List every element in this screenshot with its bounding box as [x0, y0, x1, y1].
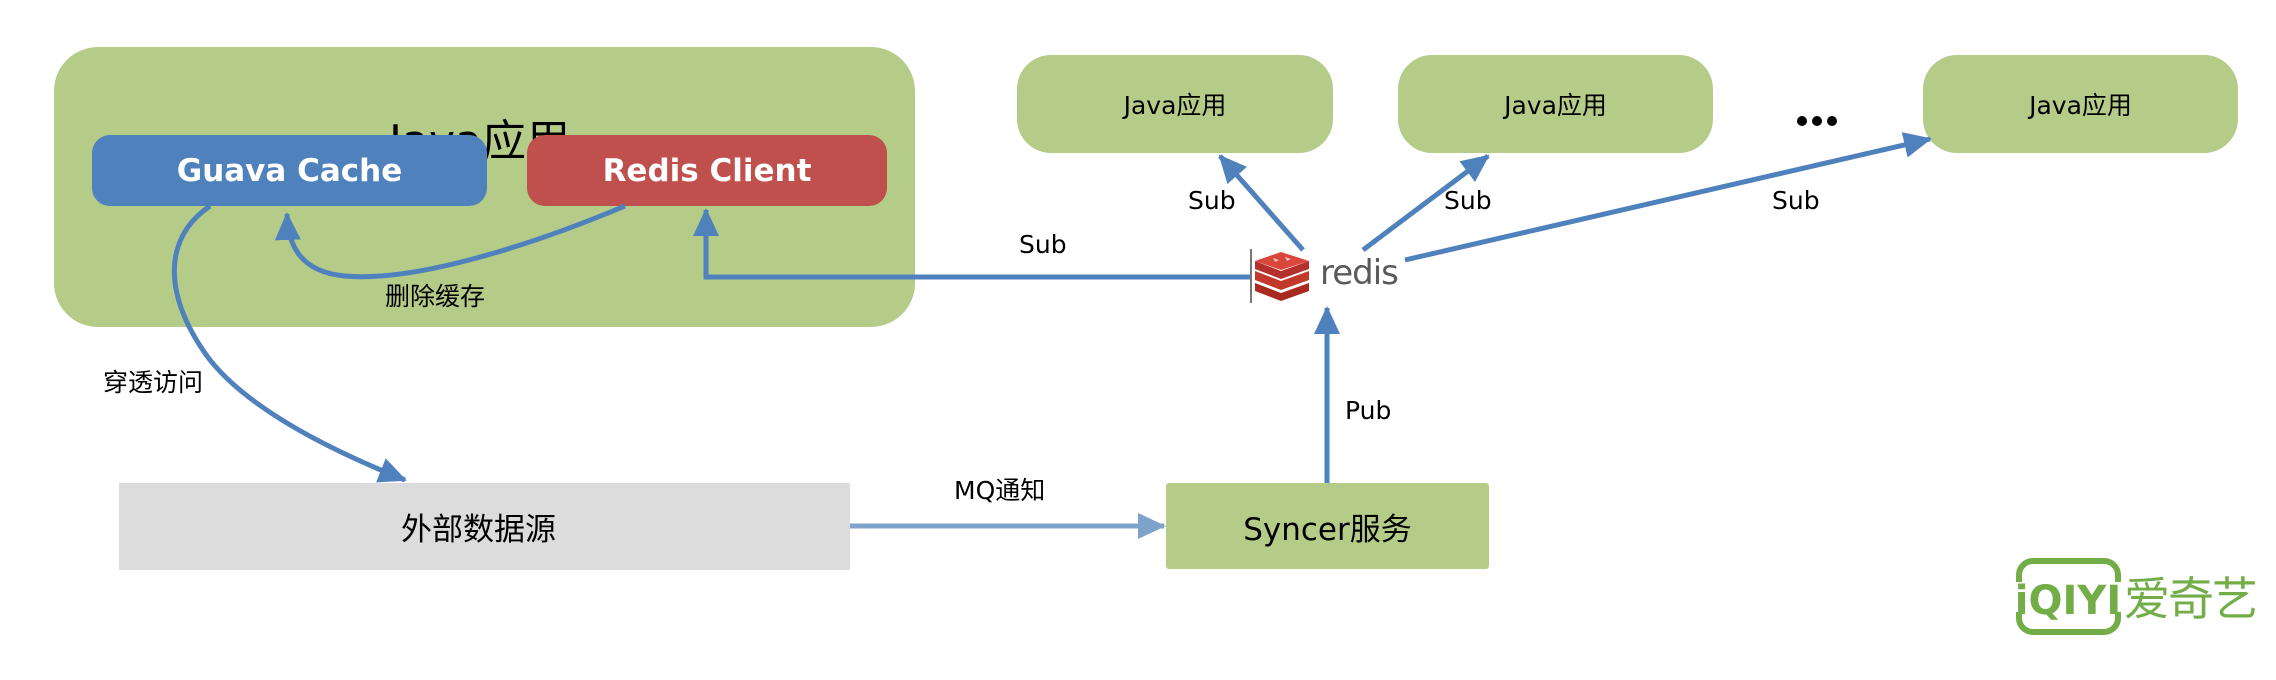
subscriber-app-2[interactable]: Java应用 [1398, 55, 1713, 153]
syncer-service-box[interactable]: Syncer服务 [1166, 483, 1489, 569]
label-pub: Pub [1345, 396, 1392, 425]
ellipsis-dot [1797, 116, 1807, 126]
label-mq-notify: MQ通知 [954, 476, 1046, 505]
ellipsis-dot [1812, 116, 1822, 126]
subscriber-app-2-label: Java应用 [1504, 91, 1607, 120]
ellipsis-dot [1827, 116, 1837, 126]
label-sub-app-1: Sub [1188, 186, 1236, 215]
external-data-source-label: 外部数据源 [401, 512, 556, 548]
label-delete-cache: 删除缓存 [385, 282, 486, 311]
redis-wordmark: redis [1320, 253, 1399, 293]
guava-cache-box[interactable]: Guava Cache [92, 135, 487, 206]
label-sub-main: Sub [1019, 230, 1067, 259]
redis-client-box[interactable]: Redis Client [527, 135, 887, 206]
external-data-source-box[interactable]: 外部数据源 [119, 483, 850, 570]
syncer-service-label: Syncer服务 [1243, 511, 1412, 548]
subscriber-app-3-label: Java应用 [2029, 91, 2132, 120]
label-sub-app-3: Sub [1772, 186, 1820, 215]
subscriber-app-1[interactable]: Java应用 [1017, 55, 1333, 153]
iqiyi-name: 爱奇艺 [2124, 572, 2258, 626]
redis-cube-icon [1250, 249, 1309, 303]
label-penetrate-access: 穿透访问 [103, 368, 204, 397]
label-sub-app-2: Sub [1444, 186, 1492, 215]
iqiyi-mark: iQIYI [2016, 578, 2121, 624]
ellipsis-icon [1797, 116, 1837, 126]
iqiyi-logo-icon: iQIYI [2016, 558, 2121, 635]
subscriber-app-3[interactable]: Java应用 [1923, 55, 2238, 153]
subscriber-app-1-label: Java应用 [1123, 91, 1227, 120]
